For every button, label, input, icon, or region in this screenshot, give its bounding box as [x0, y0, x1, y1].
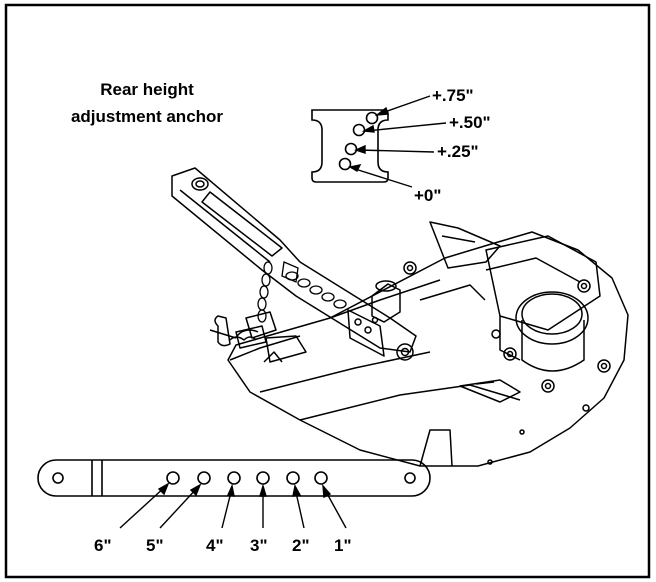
offset-label-0: +0": [414, 186, 442, 205]
offset-label-25: +.25": [437, 142, 479, 161]
anchor-hole-75: [365, 111, 379, 125]
bar-end-hole-right: [404, 472, 416, 484]
anchor-title-line2: adjustment anchor: [70, 107, 224, 126]
distance-label-5: 5": [146, 536, 164, 555]
distance-label-3: 3": [250, 536, 268, 555]
mower-deck: [227, 221, 629, 467]
bar-hole-2: [286, 471, 300, 485]
bar-leaders: [119, 482, 347, 529]
front-bracket: [209, 311, 307, 363]
bar-hole-4: [227, 471, 241, 485]
bar-hole-1: [314, 471, 328, 485]
distance-label-6: 6": [94, 536, 112, 555]
distance-label-2: 2": [292, 536, 310, 555]
offset-label-75: +.75": [432, 86, 474, 105]
anchor-plate: [311, 109, 389, 183]
anchor-hole-0: [338, 157, 352, 171]
anchor-hole-50: [352, 123, 366, 137]
distance-label-4: 4": [206, 536, 224, 555]
anchor-leaders: [348, 95, 447, 188]
anchor-hole-25: [344, 142, 358, 156]
bar-hole-6: [166, 471, 180, 485]
lift-arm: [171, 167, 417, 361]
bar-hole-3: [256, 471, 270, 485]
anchor-title: Rear height adjustment anchor: [52, 76, 242, 130]
distance-label-1: 1": [334, 536, 352, 555]
bar-hole-5: [197, 471, 211, 485]
adjustment-bar: [37, 459, 431, 497]
anchor-title-line1: Rear height: [100, 80, 194, 99]
border: [4, 3, 651, 579]
bar-end-hole-left: [52, 472, 64, 484]
chain: [257, 261, 347, 323]
offset-label-50: +.50": [449, 113, 491, 132]
